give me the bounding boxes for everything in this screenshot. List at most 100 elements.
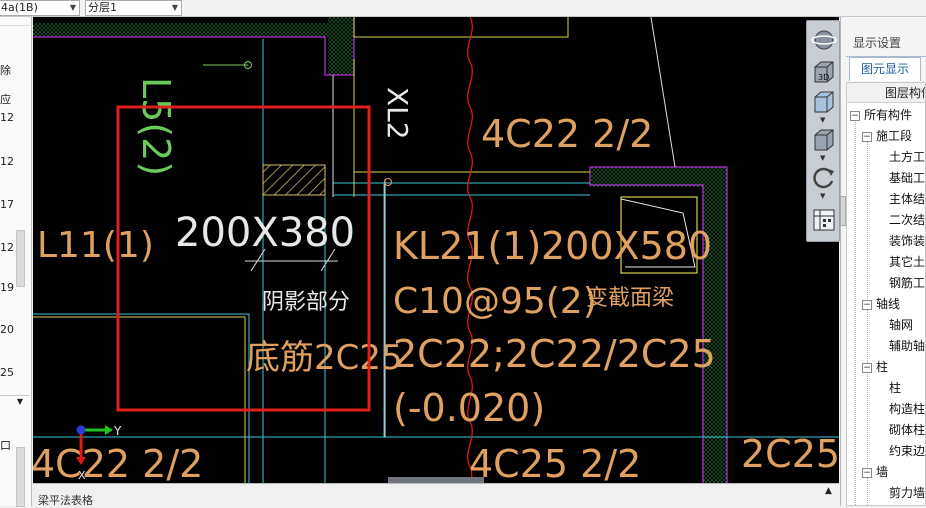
tree-item[interactable]: 其它土建 — [889, 255, 926, 269]
tree-item[interactable]: 轴网 — [889, 318, 914, 332]
list-item[interactable]: 12 — [0, 155, 14, 168]
tree-group[interactable]: −轴线 — [862, 294, 900, 315]
cube-view-icon[interactable] — [811, 127, 837, 153]
tree-label: 所有构件 — [864, 108, 913, 122]
layer-select[interactable]: 分层1 ▼ — [85, 0, 182, 16]
label-stirrup: C10@95(2) — [393, 281, 597, 322]
orbit-icon[interactable] — [811, 27, 837, 53]
tree-group[interactable]: −柱 — [862, 357, 888, 378]
origin-dot — [76, 425, 86, 435]
label-4c22-top: 4C22 2/2 — [481, 112, 653, 156]
tree-item[interactable]: 土方工程 — [889, 150, 926, 164]
chevron-down-icon[interactable]: ▼ — [820, 192, 826, 200]
label-xl2: XL2 — [381, 87, 414, 140]
wall-outline — [589, 167, 704, 483]
tree-group-all[interactable]: −所有构件 — [850, 105, 912, 126]
top-toolbar: 4a(1B) ▼ 分层1 ▼ — [0, 0, 926, 17]
chevron-down-icon: ▼ — [171, 3, 178, 12]
chevron-down-icon[interactable]: ▼ — [820, 154, 826, 162]
list-item[interactable]: 应 — [0, 93, 11, 106]
list-item[interactable]: 12 — [0, 111, 14, 124]
floor-select-value: 4a(1B) — [1, 1, 38, 14]
collapse-icon[interactable]: ▲ — [825, 486, 832, 496]
tree-item[interactable]: 柱 — [889, 381, 902, 395]
tab-element-display[interactable]: 图元显示 — [849, 57, 921, 81]
divider — [846, 56, 926, 57]
bottom-panel-title: 梁平法表格 — [38, 494, 93, 507]
grid-settings-icon[interactable] — [811, 207, 837, 233]
dimension-tick — [250, 248, 266, 272]
x-axis-arrowhead — [76, 457, 86, 465]
list-item[interactable]: 除 — [0, 64, 11, 77]
collapse-icon[interactable]: − — [850, 110, 860, 121]
column-hatch — [33, 23, 329, 37]
list-item[interactable]: 口 — [0, 439, 11, 452]
scrollbar-thumb[interactable] — [16, 447, 25, 507]
label-kl21: KL21(1) — [393, 224, 541, 268]
label-2c25: 2C25/ — [741, 432, 839, 476]
collapse-icon[interactable]: − — [862, 131, 872, 142]
cube-view-icon[interactable] — [811, 89, 837, 115]
column-section — [620, 196, 698, 274]
tree-item[interactable]: 装饰装修 — [889, 234, 926, 248]
scrollbar-thumb[interactable] — [16, 230, 25, 287]
splitter-handle[interactable] — [388, 477, 484, 483]
left-panel: 除 应 12 12 17 12 19 20 25 ▼ 口 — [0, 17, 32, 507]
label-variable-section: 变截面梁 — [586, 286, 674, 311]
bottom-panel — [33, 483, 839, 506]
tree-item[interactable]: 剪力墙 — [889, 486, 926, 500]
list-item[interactable]: 25 — [0, 366, 14, 379]
section-outline — [620, 198, 696, 268]
tree-guide — [867, 135, 868, 505]
tree-item[interactable]: 辅助轴线 — [889, 339, 926, 353]
list-item[interactable]: 12 — [0, 241, 14, 254]
panel-title: 显示设置 — [853, 36, 902, 50]
tree-group[interactable]: −墙 — [862, 462, 888, 483]
list-item[interactable]: 20 — [0, 323, 14, 336]
tree-guide — [855, 113, 856, 505]
wall-outline — [33, 17, 355, 76]
beam-line — [353, 17, 569, 38]
tree-item[interactable]: 构造柱 — [889, 402, 926, 416]
tree-label: 轴线 — [876, 297, 901, 311]
label-rebar: 2C22;2C22/2C25 — [393, 332, 716, 376]
chevron-down-icon: ▼ — [69, 3, 76, 12]
y-axis-label: Y — [113, 424, 122, 438]
tree-item[interactable]: 约束边缘 — [889, 444, 926, 458]
tree-group[interactable]: −施工段 — [862, 126, 912, 147]
tree-item[interactable]: 砌体柱 — [889, 423, 926, 437]
tree-label: 施工段 — [876, 129, 913, 143]
column-header: 图层构件 — [847, 83, 925, 103]
y-axis-arrowhead — [105, 425, 113, 435]
label-4c25: 4C25 2/2 — [469, 442, 641, 483]
list-item[interactable]: 17 — [0, 198, 14, 211]
collapse-icon[interactable]: − — [862, 362, 872, 373]
axis-line — [650, 17, 676, 168]
splitter-handle[interactable] — [840, 196, 846, 226]
shadow-hatch — [262, 164, 326, 196]
tree-item[interactable]: 基础工程 — [889, 171, 926, 185]
label-l11: L11(1) — [37, 225, 154, 266]
view-3d-label: 3D — [818, 73, 829, 82]
tree-item[interactable]: 主体结构 — [889, 192, 926, 206]
chevron-down-icon[interactable]: ▼ — [16, 397, 24, 406]
collapse-icon[interactable]: − — [862, 467, 872, 478]
selection-box — [116, 105, 371, 412]
leader-circle — [244, 61, 252, 69]
label-200x380: 200X380 — [175, 210, 355, 256]
tree-item[interactable]: 二次结构 — [889, 213, 926, 227]
x-axis-label: X — [78, 469, 86, 482]
chevron-down-icon[interactable]: ▼ — [820, 116, 826, 124]
list-item[interactable]: 19 — [0, 281, 14, 294]
cad-canvas[interactable]: L5(2) XL2 4C22 2/2 L11(1) 200X380 阴影部分 底… — [33, 17, 839, 483]
collapse-icon[interactable]: − — [862, 299, 872, 310]
column-hatch — [590, 167, 722, 187]
tree-item[interactable]: 钢筋工程 — [889, 276, 926, 290]
tree-label: 墙 — [876, 465, 889, 479]
layer-tree: 图层构件 −所有构件 −施工段 土方工程 基础工程 主体结构 二次结构 装饰装修… — [846, 82, 926, 506]
rotate-icon[interactable] — [811, 165, 837, 191]
floor-select[interactable]: 4a(1B) ▼ — [0, 0, 80, 16]
layer-select-value: 分层1 — [88, 1, 117, 14]
view-3d-icon[interactable]: 3D — [811, 59, 837, 85]
drawing-svg: L5(2) XL2 4C22 2/2 L11(1) 200X380 阴影部分 底… — [33, 17, 839, 483]
